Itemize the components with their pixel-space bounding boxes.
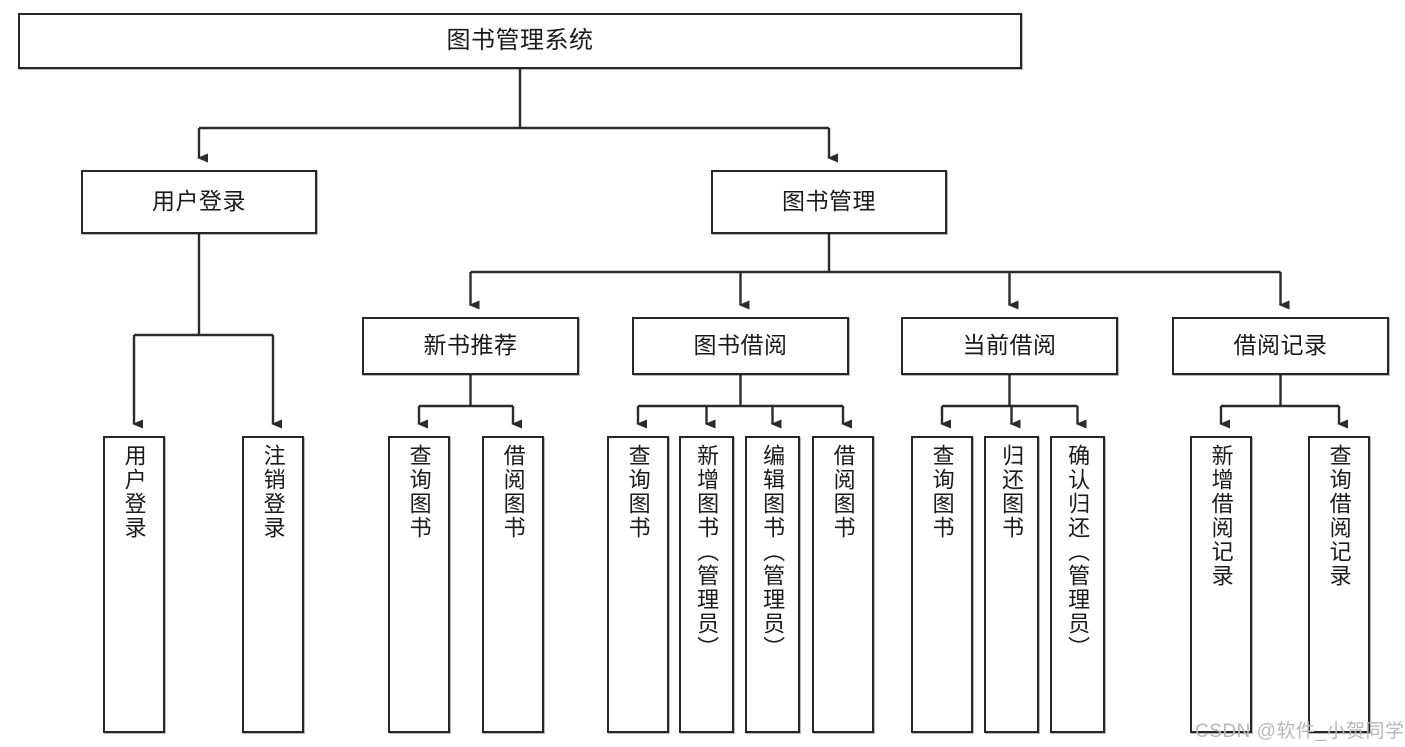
node-label: 查询借阅记录 (1326, 444, 1352, 588)
node-level1-1[interactable]: 图书管理 (711, 170, 947, 234)
node-label: 用户登录 (121, 444, 147, 540)
node-label: 查询图书 (406, 444, 432, 540)
node-root[interactable]: 图书管理系统 (18, 13, 1022, 69)
node-label: 查询图书 (929, 444, 955, 540)
node-level1-0[interactable]: 用户登录 (81, 170, 317, 234)
node-label: 当前借阅 (962, 332, 1057, 359)
node-label: 新书推荐 (423, 332, 518, 359)
node-label: 用户登录 (152, 188, 246, 215)
node-leaf-12[interactable]: 查询借阅记录 (1308, 436, 1370, 733)
node-level2-1[interactable]: 图书借阅 (632, 317, 849, 375)
node-label: 归还图书 (999, 444, 1025, 540)
node-label: 新增借阅记录 (1208, 444, 1234, 588)
node-leaf-3[interactable]: 借阅图书 (482, 436, 544, 733)
node-leaf-9[interactable]: 归还图书 (984, 436, 1039, 733)
node-label: 借阅图书 (500, 444, 526, 540)
node-level2-3[interactable]: 借阅记录 (1172, 317, 1389, 375)
watermark: CSDN @软件_小贺同学 (1195, 721, 1405, 742)
node-label: 注销登录 (260, 444, 286, 540)
node-label: 图书管理系统 (446, 26, 594, 54)
node-leaf-10[interactable]: 确认归还（管理员） (1050, 436, 1105, 733)
node-label: 借阅图书 (830, 444, 856, 540)
node-label: 确认归还（管理员） (1065, 444, 1091, 660)
node-label: 图书借阅 (693, 332, 788, 359)
node-leaf-4[interactable]: 查询图书 (607, 436, 669, 733)
node-label: 图书管理 (782, 188, 876, 215)
node-level2-2[interactable]: 当前借阅 (901, 317, 1118, 375)
node-leaf-1[interactable]: 注销登录 (242, 436, 304, 733)
node-leaf-8[interactable]: 查询图书 (911, 436, 973, 733)
node-leaf-11[interactable]: 新增借阅记录 (1190, 436, 1252, 733)
node-leaf-5[interactable]: 新增图书（管理员） (679, 436, 734, 733)
node-leaf-7[interactable]: 借阅图书 (812, 436, 874, 733)
node-label: 借阅记录 (1233, 332, 1328, 359)
node-label: 编辑图书（管理员） (760, 444, 786, 660)
node-label: 查询图书 (625, 444, 651, 540)
node-level2-0[interactable]: 新书推荐 (362, 317, 579, 375)
node-label: 新增图书（管理员） (694, 444, 720, 660)
node-leaf-6[interactable]: 编辑图书（管理员） (745, 436, 800, 733)
node-leaf-0[interactable]: 用户登录 (103, 436, 165, 733)
node-leaf-2[interactable]: 查询图书 (388, 436, 450, 733)
